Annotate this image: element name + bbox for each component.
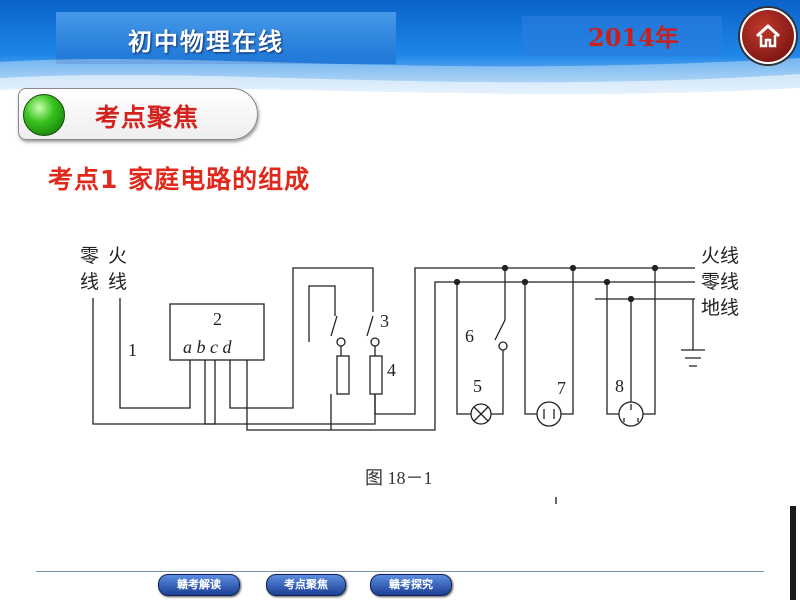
circuit-diagram-svg: 零 线 火 线 2 a b c d 1 3 4 火线 零 [80, 245, 739, 488]
header-banner: 初中物理在线 2014年 [0, 0, 800, 100]
socket-8-pins [623, 404, 639, 422]
live-label-top: 火 [108, 246, 127, 267]
live-bus [374, 267, 695, 415]
banner-background [0, 0, 800, 100]
live-label-bottom: 线 [108, 271, 127, 293]
socket8-wire-neutral [606, 282, 619, 415]
socket-7 [536, 401, 562, 427]
neutral-label-top: 零 [80, 246, 99, 267]
switch-contact-right [370, 337, 380, 347]
lamp-switch-blade [494, 319, 506, 341]
topic-heading: 考点1 家庭电路的组成 [48, 165, 311, 194]
diagram-caption: 图 18－1 [365, 468, 433, 488]
app-title: 初中物理在线 [128, 28, 284, 56]
year-label: 2014年 [588, 23, 679, 52]
switch-blade-right [366, 315, 374, 337]
right-label-neutral: 零线 [701, 271, 739, 293]
meter-wire-c [229, 267, 374, 409]
main-switch-left-feed [308, 285, 336, 342]
earth-symbol [681, 299, 705, 367]
green-orb-icon [23, 94, 65, 136]
switch-contact-left [336, 337, 346, 347]
nav-button-exam-exploration[interactable]: 赣考探究 [370, 574, 452, 596]
nav-button-exam-analysis[interactable]: 赣考解读 [158, 574, 240, 596]
socket-7-pins [543, 409, 555, 419]
switch-blade-left [330, 315, 338, 337]
neutral-bus [331, 281, 695, 431]
label-5: 5 [473, 376, 482, 396]
lamp-switch-contact [498, 341, 508, 351]
label-7: 7 [557, 378, 566, 398]
fuse-right [369, 355, 383, 395]
nav-button-key-points[interactable]: 考点聚焦 [266, 574, 346, 596]
meter-number: 2 [213, 309, 222, 329]
neutral-label-bottom: 线 [80, 271, 99, 293]
right-label-live: 火线 [701, 245, 739, 267]
socket-8 [618, 401, 644, 427]
socket8-wire-live [643, 268, 656, 415]
circuit-diagram: 零 线 火 线 2 a b c d 1 3 4 火线 零 [75, 232, 760, 494]
lamp-wire-return [491, 350, 504, 415]
fuse-left [336, 355, 350, 395]
right-label-earth: 地线 [701, 297, 739, 319]
section-title: 考点聚焦 [95, 103, 200, 132]
footer-divider [36, 571, 764, 572]
meter-wire-d [246, 360, 332, 431]
section-header: 考点聚焦 [18, 88, 258, 140]
label-6: 6 [465, 326, 474, 346]
meter-box [169, 303, 265, 361]
neutral-wire-in [92, 298, 216, 425]
label-8: 8 [615, 376, 624, 396]
label-1: 1 [128, 340, 137, 360]
label-4: 4 [387, 360, 396, 380]
socket7-wire-neutral [524, 282, 537, 415]
lamp-wire-neutral [456, 282, 471, 415]
divider-tick [555, 497, 557, 504]
socket7-wire-live [561, 268, 574, 415]
window-edge [790, 506, 796, 600]
home-icon [755, 24, 781, 48]
lamp-cross [473, 406, 489, 422]
live-wire-in [119, 298, 191, 409]
home-button[interactable] [740, 8, 796, 64]
label-3: 3 [380, 311, 389, 331]
meter-terminals: a b c d [183, 337, 232, 357]
